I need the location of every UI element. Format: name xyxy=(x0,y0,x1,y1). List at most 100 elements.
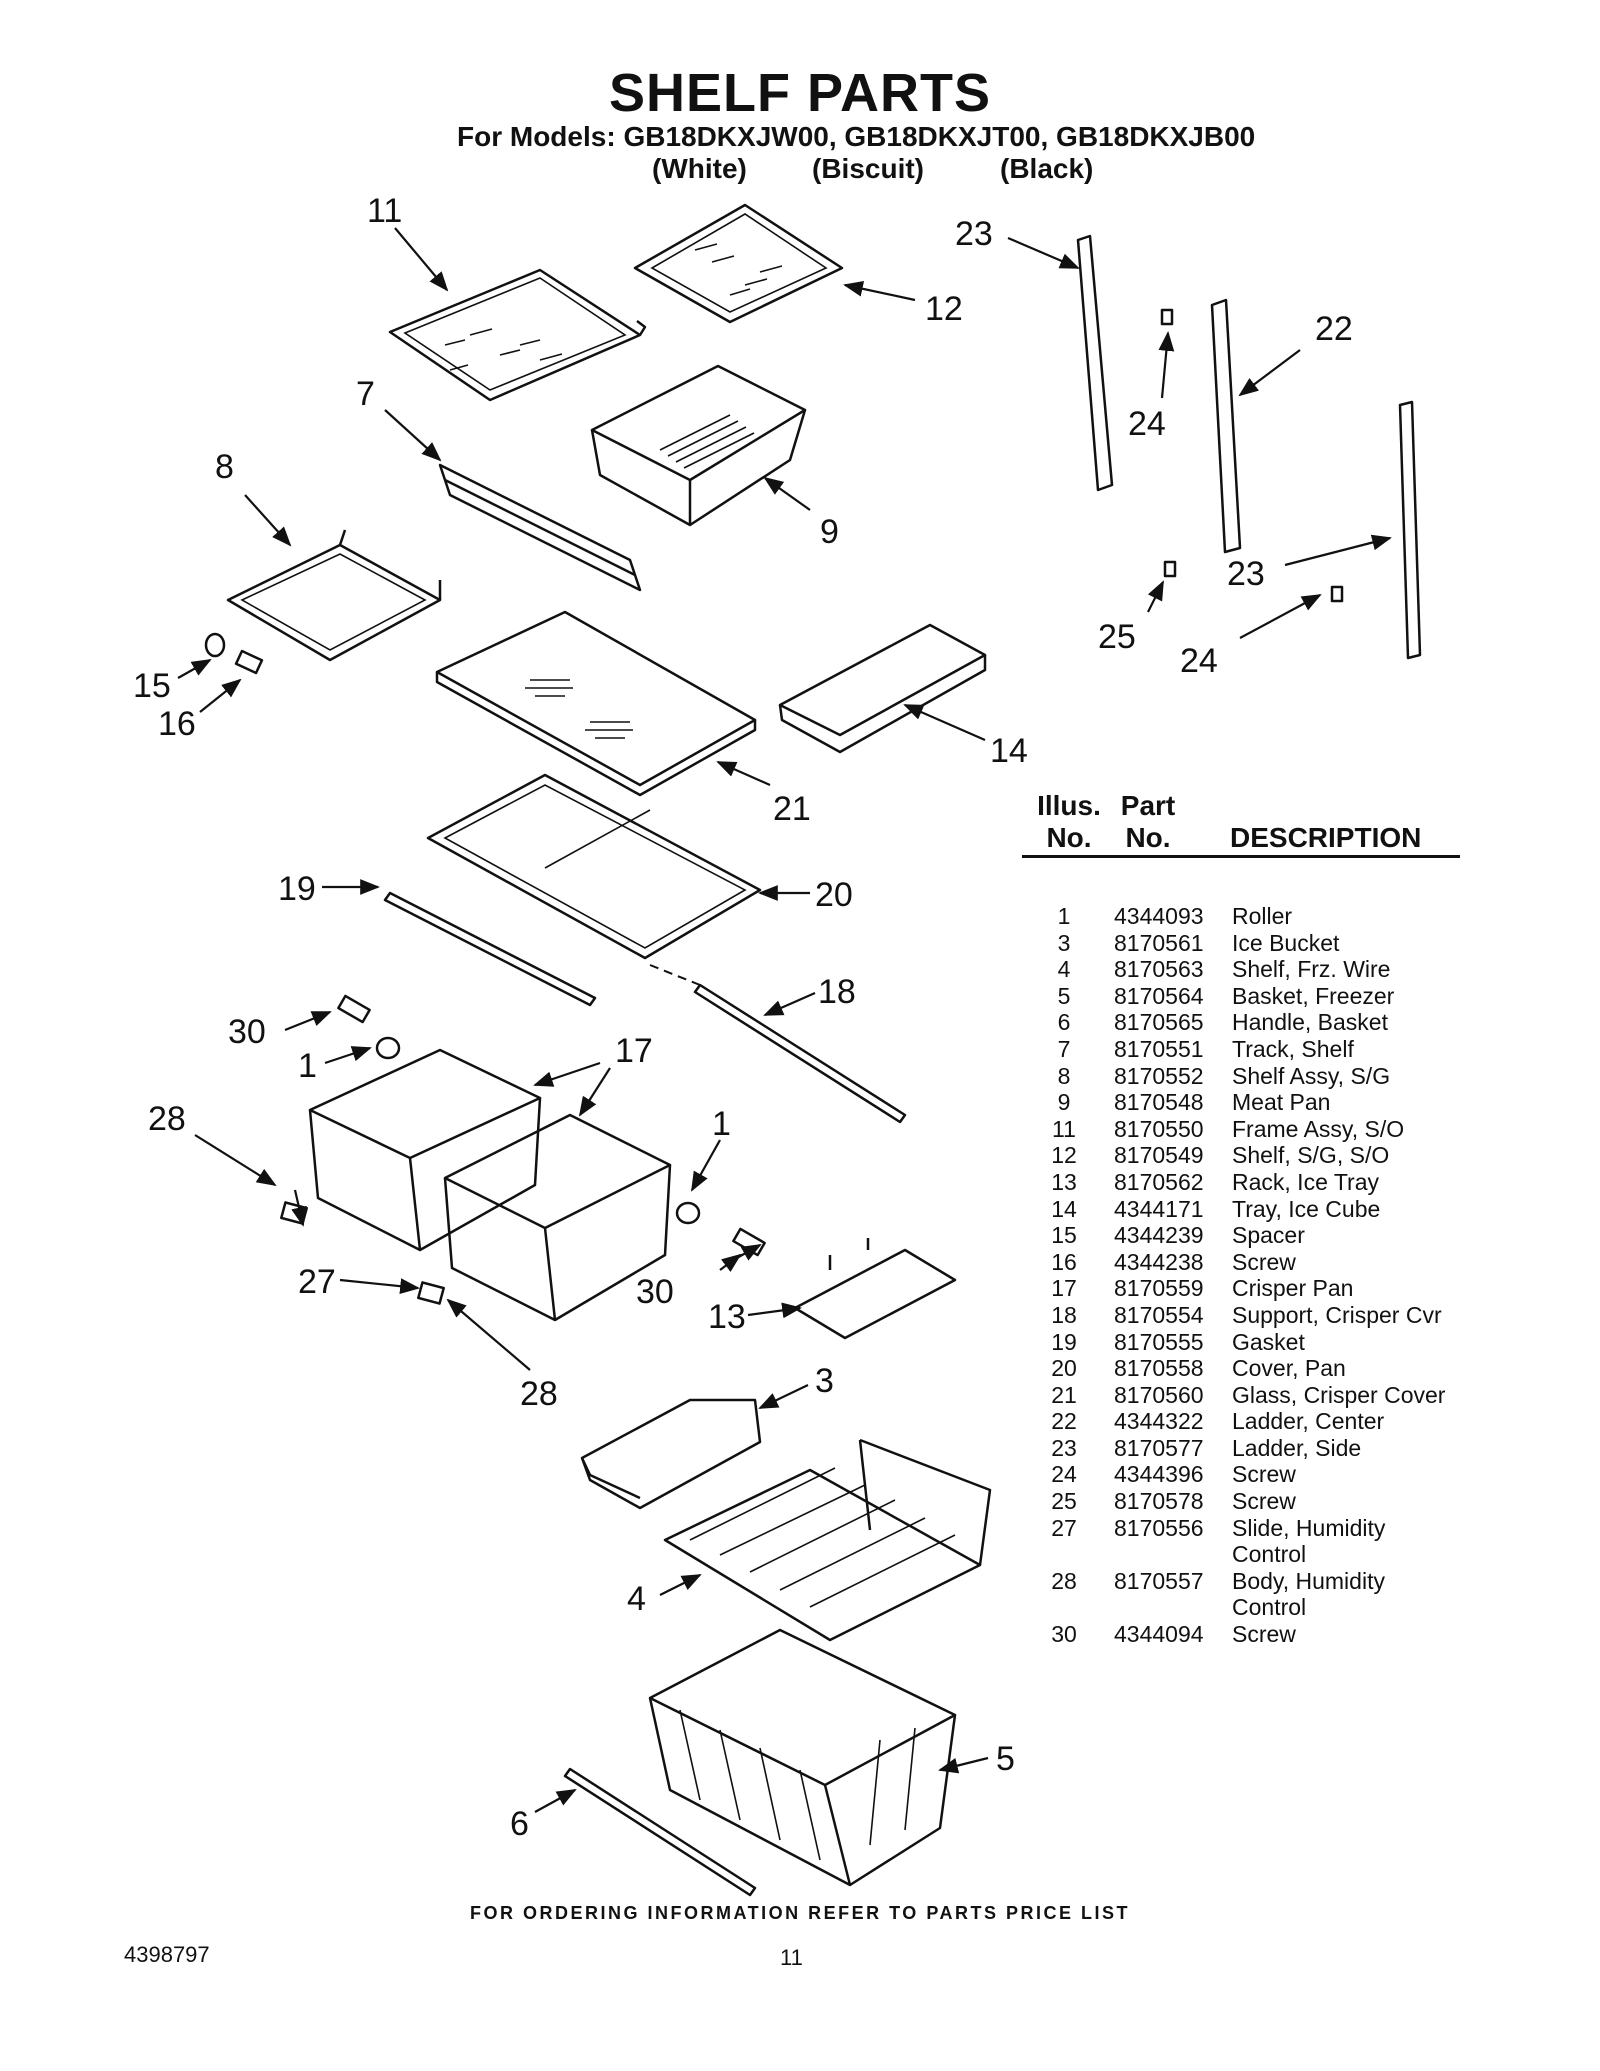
callout-24a: 24 xyxy=(1128,405,1166,443)
callout-25: 25 xyxy=(1098,618,1136,656)
illus-number: 21 xyxy=(1051,1381,1077,1408)
part-number: 8170560 xyxy=(1114,1381,1204,1408)
ordering-note: FOR ORDERING INFORMATION REFER TO PARTS … xyxy=(469,1903,1130,1923)
callout-8: 8 xyxy=(215,448,234,486)
part-description: Rack, Ice Tray xyxy=(1232,1168,1379,1195)
header-illus-line2: No. xyxy=(1046,822,1092,853)
part-description: Shelf, Frz. Wire xyxy=(1232,956,1391,983)
table-row: 23 8170577 Ladder, Side xyxy=(1022,1435,1472,1462)
part-number: 8170550 xyxy=(1114,1115,1204,1142)
part-description: Basket, Freezer xyxy=(1232,982,1395,1009)
part-number: 8170555 xyxy=(1114,1328,1204,1355)
part-description: Cover, Pan xyxy=(1232,1355,1346,1382)
part-description: Ladder, Side xyxy=(1232,1434,1362,1461)
part-number: 8170561 xyxy=(1114,929,1204,956)
callout-24b: 24 xyxy=(1180,642,1218,680)
part-11-frame-assy xyxy=(388,268,647,402)
part-description: Screw xyxy=(1232,1488,1296,1515)
header-illus-line1: Illus. xyxy=(1037,790,1101,821)
callout-5: 5 xyxy=(996,1740,1015,1778)
part-description: Handle, Basket xyxy=(1232,1009,1388,1036)
part-number: 4344238 xyxy=(1114,1248,1204,1275)
illus-number: 7 xyxy=(1057,1035,1071,1062)
part-description: Screw xyxy=(1232,1248,1296,1275)
illus-number: 19 xyxy=(1051,1328,1077,1355)
part-number: 4344396 xyxy=(1114,1461,1204,1488)
table-header-rule xyxy=(1022,855,1460,858)
callout-14: 14 xyxy=(990,732,1028,770)
part-number xyxy=(1106,1541,1224,1568)
part-description: Screw xyxy=(1232,1461,1296,1488)
part-18-support xyxy=(693,983,907,1124)
part-number: 4344171 xyxy=(1114,1195,1204,1222)
illus-number: 30 xyxy=(1051,1621,1077,1648)
illus-number: 4 xyxy=(1057,956,1071,983)
part-number: 8170557 xyxy=(1114,1567,1204,1594)
illus-number: 11 xyxy=(1052,1115,1076,1142)
document-number: 4398797 xyxy=(124,1942,210,1967)
part-description: Meat Pan xyxy=(1232,1089,1331,1116)
part-number: 8170562 xyxy=(1114,1168,1204,1195)
part-number: 8170556 xyxy=(1114,1514,1204,1541)
table-header-part: Part No. xyxy=(1112,790,1184,854)
illus-number: 15 xyxy=(1051,1222,1077,1249)
callout-30a: 30 xyxy=(228,1013,266,1051)
part-7-track-shelf xyxy=(438,463,642,592)
part-14-ice-tray xyxy=(778,623,987,754)
part-description: Ice Bucket xyxy=(1232,929,1340,956)
callout-13: 13 xyxy=(708,1298,746,1336)
part-12-shelf-sg xyxy=(633,203,844,324)
part-description: Crisper Pan xyxy=(1232,1275,1354,1302)
part-20-cover-pan xyxy=(426,773,762,960)
callout-30b: 30 xyxy=(636,1273,674,1311)
illus-number: 5 xyxy=(1057,982,1071,1009)
callout-23a: 23 xyxy=(955,215,993,253)
part-3-ice-bucket xyxy=(580,1398,762,1510)
part-number: 8170577 xyxy=(1114,1434,1204,1461)
illus-number: 28 xyxy=(1051,1567,1077,1594)
callout-17: 17 xyxy=(615,1032,653,1070)
callout-28b: 28 xyxy=(520,1375,558,1413)
illus-number: 9 xyxy=(1057,1089,1071,1116)
color-biscuit: (Biscuit) xyxy=(812,153,924,184)
part-17-crisper-pans xyxy=(308,1048,672,1322)
callout-21: 21 xyxy=(773,790,811,828)
table-row: 30 4344094 Screw xyxy=(1022,1621,1472,1648)
illus-number: 23 xyxy=(1051,1434,1077,1461)
illus-number: 25 xyxy=(1051,1488,1077,1515)
part-number: 8170563 xyxy=(1114,956,1204,983)
part-9-meat-pan xyxy=(590,364,807,527)
table-row: Control xyxy=(1022,1541,1472,1568)
part-number xyxy=(1106,1594,1224,1621)
part-description: Screw xyxy=(1232,1621,1296,1648)
part-13-rack xyxy=(793,1238,957,1340)
part-number: 4344093 xyxy=(1114,903,1204,929)
part-description: Control xyxy=(1232,1541,1307,1568)
part-number: 4344094 xyxy=(1114,1621,1204,1648)
support-dash-line xyxy=(649,964,701,986)
illus-number: 22 xyxy=(1051,1408,1077,1435)
part-number: 4344322 xyxy=(1114,1408,1204,1435)
part-number: 8170549 xyxy=(1114,1142,1204,1169)
callout-22: 22 xyxy=(1315,310,1353,348)
callout-28a: 28 xyxy=(148,1100,186,1138)
callout-9: 9 xyxy=(820,513,839,551)
callout-23b: 23 xyxy=(1227,555,1265,593)
callout-1b: 1 xyxy=(712,1105,731,1143)
part-description: Glass, Crisper Cover xyxy=(1232,1381,1446,1408)
illus-number: 18 xyxy=(1051,1301,1077,1328)
part-number: 8170565 xyxy=(1114,1009,1204,1036)
part-number: 8170554 xyxy=(1114,1301,1204,1328)
part-description: Support, Crisper Cvr xyxy=(1232,1301,1442,1328)
